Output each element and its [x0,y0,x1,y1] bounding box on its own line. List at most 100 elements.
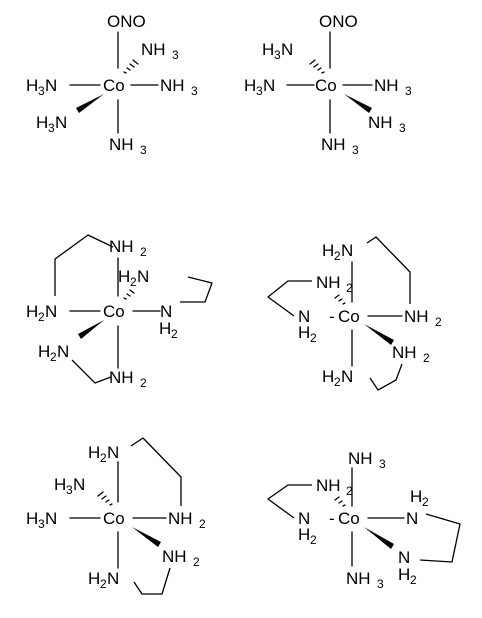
ligand-h3n-left: H 3 N [26,76,57,98]
h2n-subscript: 2 [130,275,137,289]
ligand-nh3-bottom: NH 3 [321,135,359,157]
hashed-bond-upper-left [309,59,325,74]
wedge-bond-lower-right [364,527,394,549]
h-symbol: H [398,565,410,584]
h3n-symbol-h: H [26,509,38,528]
ligand-h2n-left: H 2 N [26,302,57,324]
nh2-symbol: NH [404,307,429,326]
h-symbol: H [298,323,310,342]
minus-sign: - [329,307,335,326]
ligand-h3n-upper-left: H 3 N [262,40,293,62]
h2n-symbol-n: N [107,443,119,462]
h2n-subscript: 2 [334,249,341,263]
ligand-nh2-top: NH 2 [109,237,147,259]
ligand-ono-top: ONO [107,12,146,31]
ligand-h2n-top: H 2 N [88,443,119,465]
h2n-subscript: 2 [100,451,107,465]
h2n-symbol-h: H [118,267,130,286]
nh3-symbol: NH [109,135,134,154]
h3n-symbol-n: N [55,113,67,132]
chelate-ring-top-left [54,234,114,296]
chelate-ring-left [267,280,312,317]
h3n-symbol-n: N [73,475,85,494]
h2-subscript: 2 [310,331,317,345]
h2-subscript: 2 [422,495,429,509]
nh2-subscript: 2 [423,351,430,365]
nh3-subscript: 3 [377,577,384,591]
nh2-symbol: NH [168,509,193,528]
h3n-symbol-n: N [45,76,57,95]
nh3-subscript: 3 [172,48,179,62]
h2n-subscript: 2 [50,350,57,364]
nh2-symbol: NH [109,368,134,387]
nh2-symbol: NH [162,547,187,566]
ligand-n-left: N H 2 [298,509,317,547]
ligand-nh2-right: NH 2 [404,307,442,329]
ligand-nh3-right: NH 3 [374,76,412,98]
n-symbol: N [298,307,310,326]
h2n-symbol-n: N [107,569,119,588]
h3n-symbol-n: N [263,76,275,95]
molecule-6: - Co NH 3 NH 2 N H 2 H 2 N N H 2 NH 3 [267,449,461,591]
h3n-symbol-h: H [26,76,38,95]
nh3-symbol: NH [348,449,373,468]
h-symbol: H [159,319,171,338]
nh2-symbol: NH [109,237,134,256]
h2-subscript: 2 [310,533,317,547]
h2n-symbol-h: H [26,302,38,321]
h3n-symbol-n: N [45,509,57,528]
nh2-subscript: 2 [346,281,353,295]
ligand-h3n-lower-left: H 3 N [36,113,67,135]
hashed-bond-upper-right [123,289,135,300]
hashed-bond-upper-right [123,59,139,74]
h3n-subscript: 3 [38,517,45,531]
ligand-h2n-right-upper: H 2 N [118,267,149,289]
h3n-symbol-h: H [36,113,48,132]
h3n-subscript: 3 [38,84,45,98]
chelate-ring-left [267,484,312,519]
wedge-bond-lower-right [364,324,394,345]
ligand-nh2-left-upper: NH 2 [316,273,353,295]
chelate-ring-right [419,513,461,563]
cobalt-center: Co [338,509,360,528]
nh2-subscript: 2 [199,517,206,531]
h2n-subscript: 2 [100,577,107,591]
ono-label: ONO [107,12,146,31]
chelate-ring-top-right [130,437,182,506]
hashed-bond-upper-left [97,491,113,506]
minus-sign: - [329,509,335,528]
ligand-nh2-left-upper: NH 2 [316,476,353,498]
chelate-ring-bottom [71,359,112,384]
ligand-nh2-bottom: NH 2 [109,368,147,390]
h2n-symbol-n: N [341,367,353,386]
nh2-symbol: NH [316,273,341,292]
ono-label: ONO [319,12,358,31]
ligand-nh3-upper-right: NH 3 [141,40,179,62]
nh3-subscript: 3 [399,121,406,135]
molecule-3: Co NH 2 H 2 N H 2 N N H 2 H 2 N NH 2 [26,234,213,390]
ligand-h2n-lower-left: H 2 N [38,342,69,364]
ligand-nh2-lower-right: NH 2 [392,343,430,365]
ligand-nh2-lower-right: NH 2 [162,547,200,569]
molecule-5: Co H 2 N H 3 N H 3 N NH 2 NH 2 H 2 N [26,437,206,595]
h2n-symbol-h: H [322,241,334,260]
n-symbol: N [398,548,410,567]
ligand-nh3-lower-right: NH 3 [368,113,406,135]
h2n-symbol-h: H [88,569,100,588]
h3n-symbol-h: H [262,40,274,59]
nh3-subscript: 3 [352,143,359,157]
chelate-ring-bottom [369,363,403,391]
h2n-symbol-n: N [341,241,353,260]
wedge-bond-lower-right [344,94,372,113]
h2n-symbol-h: H [322,367,334,386]
hashed-bond-upper-left [334,294,346,305]
ligand-h3n-left: H 3 N [26,509,57,531]
n-symbol: N [406,509,418,528]
wedge-bond-lower-left [76,94,104,113]
cobalt-center: Co [315,76,337,95]
h2n-symbol-n: N [137,267,149,286]
h-symbol: H [410,487,422,506]
nh3-symbol: NH [321,135,346,154]
cobalt-center: Co [103,76,125,95]
cobalt-center: Co [103,302,125,321]
